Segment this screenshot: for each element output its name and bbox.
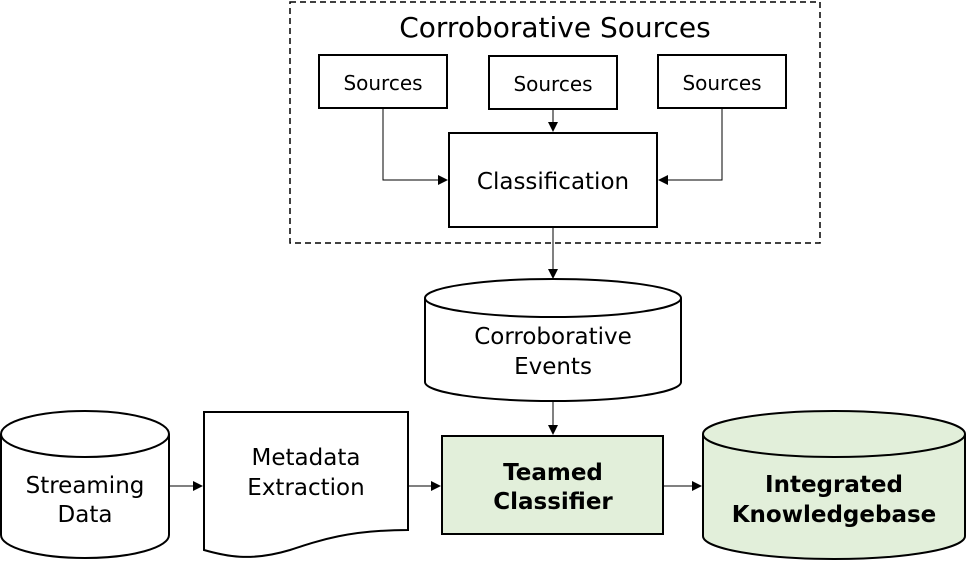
- source-label-2: Sources: [513, 72, 592, 96]
- integrated-knowledgebase-line1: Integrated: [765, 472, 903, 498]
- source-box-2: Sources: [488, 55, 618, 110]
- streaming-data-line1: Streaming: [26, 473, 145, 499]
- corroborative-events-line2: Events: [514, 354, 592, 380]
- metadata-extraction-document: Metadata Extraction: [203, 411, 409, 558]
- corroborative-sources-container: [289, 1, 821, 244]
- integrated-knowledgebase-cylinder: Integrated Knowledgebase: [702, 410, 966, 560]
- streaming-data-line2: Data: [58, 502, 113, 528]
- metadata-extraction-line2: Extraction: [247, 475, 364, 501]
- source-box-3: Sources: [657, 54, 787, 109]
- metadata-extraction-line1: Metadata: [252, 445, 361, 471]
- teamed-classifier-rect: [441, 435, 664, 535]
- classification-box: Classification: [448, 132, 658, 228]
- teamed-classifier-box: Teamed Classifier: [441, 435, 664, 535]
- streaming-data-cylinder: Streaming Data: [0, 410, 170, 559]
- connector-source1-classification: [382, 108, 448, 185]
- teamed-classifier-line2: Classifier: [493, 489, 613, 515]
- source-label-1: Sources: [343, 71, 422, 95]
- corroborative-sources-group: Corroborative Sources Sources Sources So…: [289, 1, 821, 244]
- source-box-1: Sources: [318, 54, 448, 109]
- connector-source3-classification: [658, 108, 723, 185]
- source-label-3: Sources: [682, 71, 761, 95]
- corroborative-events-line1: Corroborative: [474, 324, 632, 350]
- classification-label: Classification: [477, 169, 629, 195]
- corroborative-sources-title: Corroborative Sources: [399, 11, 711, 44]
- teamed-classifier-line1: Teamed: [503, 460, 603, 486]
- integrated-knowledgebase-line2: Knowledgebase: [732, 502, 937, 528]
- corroborative-events-cylinder: Corroborative Events: [424, 278, 682, 402]
